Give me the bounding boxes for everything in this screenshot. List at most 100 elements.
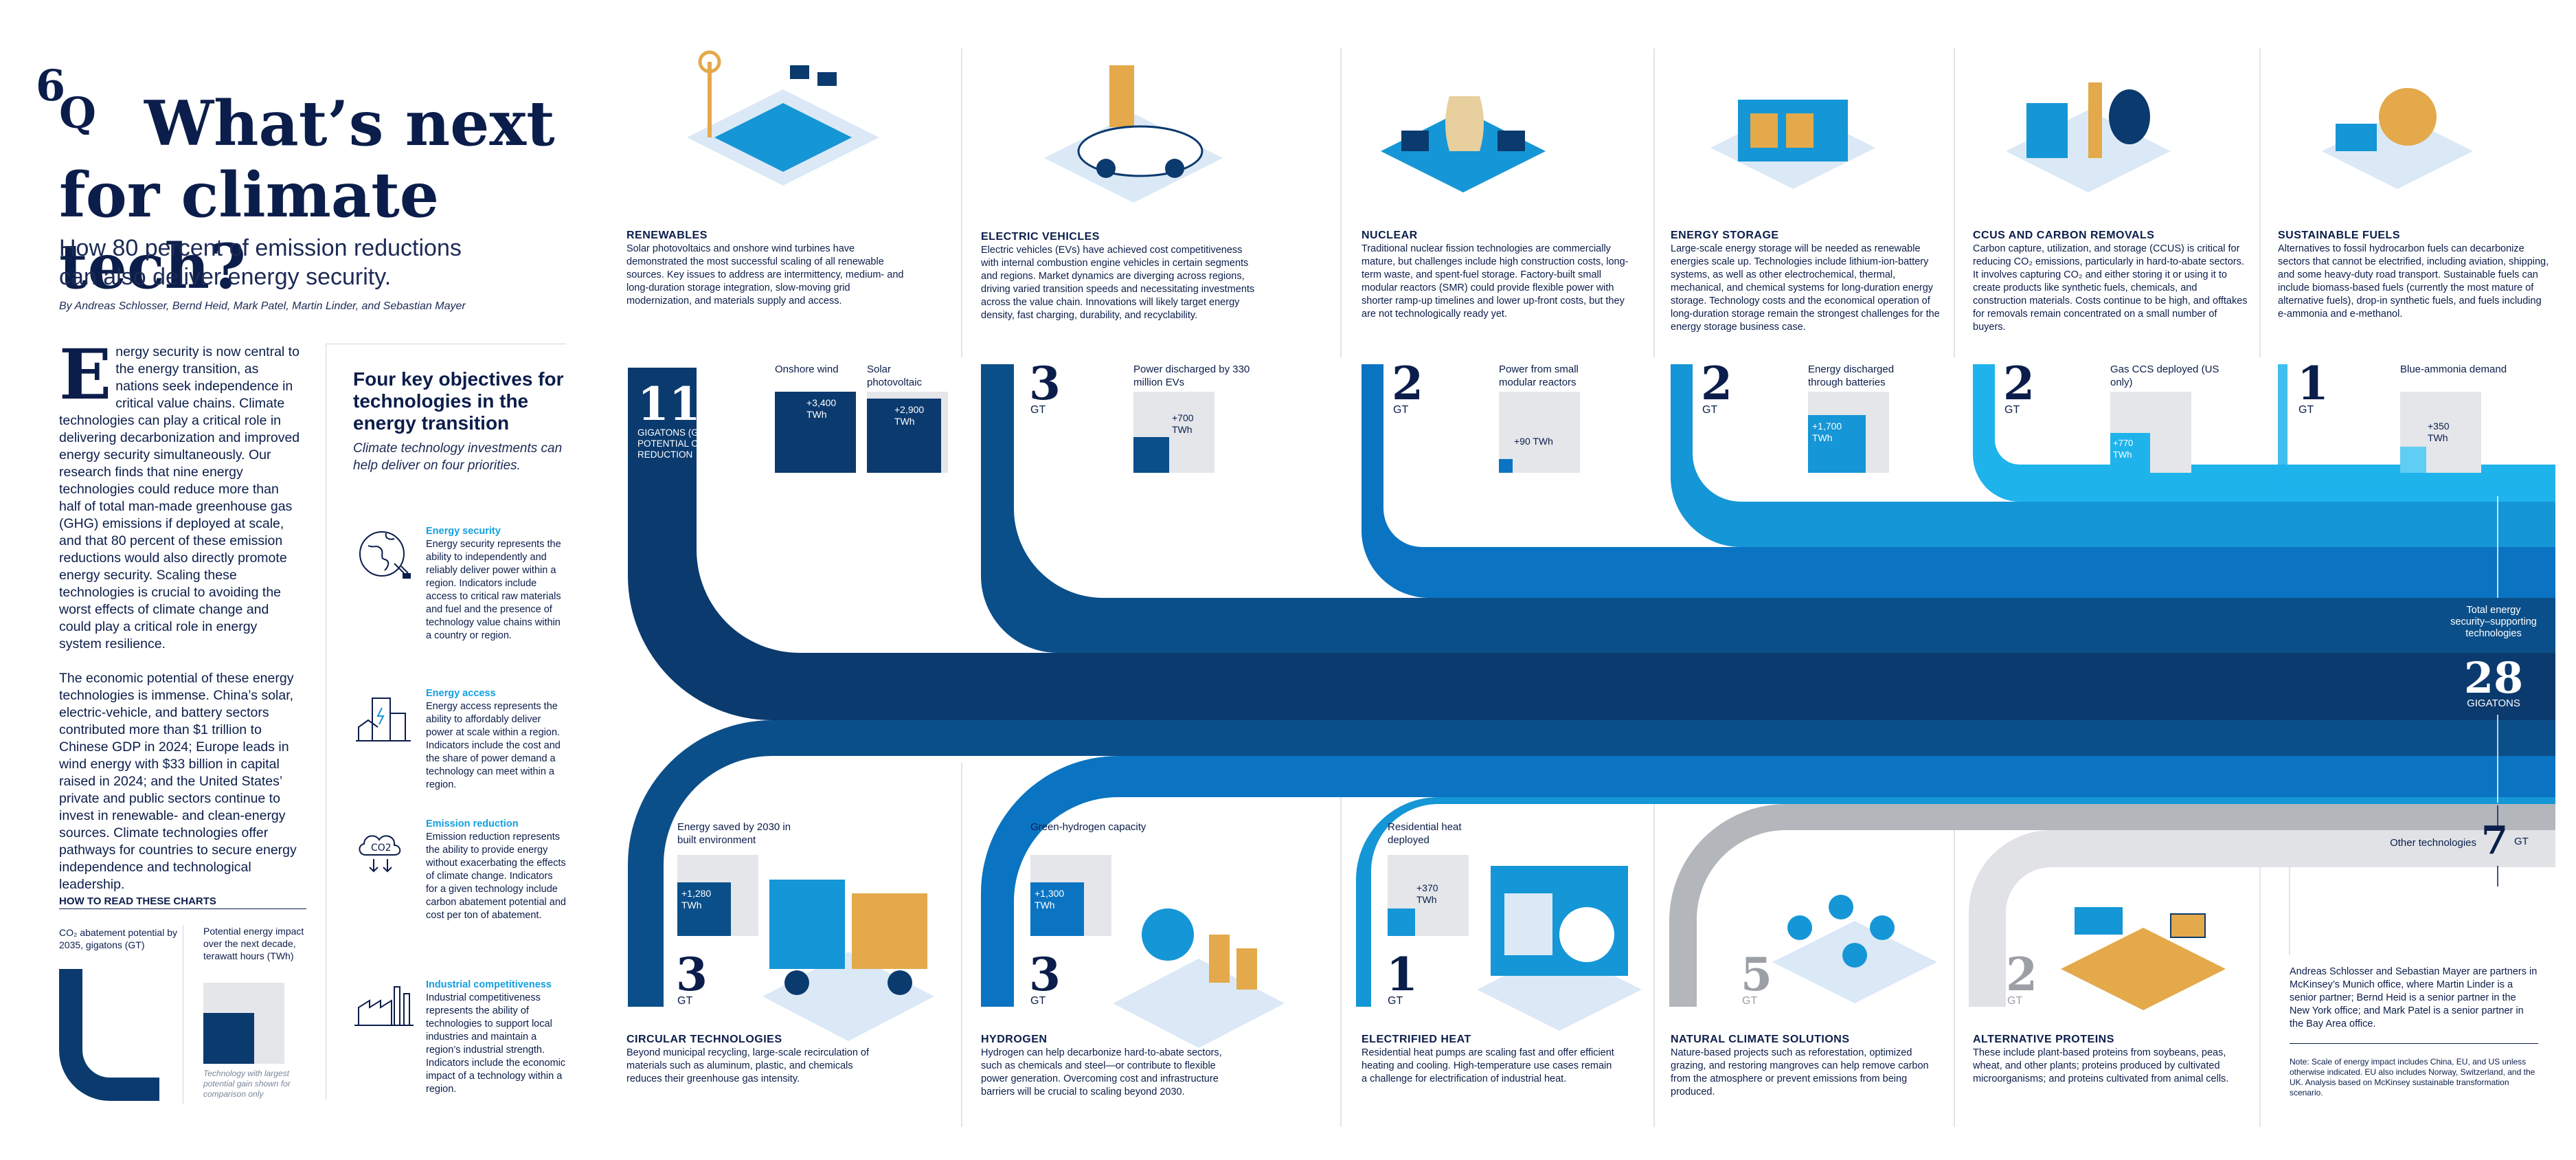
intro-paragraph-1: nergy security is now central to the ene…: [59, 344, 300, 651]
storage-illustration: [1710, 100, 1875, 189]
section-desc-renewables: Solar photovoltaics and onshore wind tur…: [626, 243, 904, 306]
metric-label-heat: Residential heat deployed: [1388, 821, 1462, 846]
page-subtitle: How 80 percent of emission reductions ca…: [59, 235, 462, 290]
section-title-natural-climate: NATURAL CLIMATE SOLUTIONS: [1671, 1034, 1850, 1045]
section-desc-fuels: Alternatives to fossil hydrocarbon fuels…: [2278, 243, 2549, 320]
gt-value-heat: 1: [1386, 948, 1418, 1001]
title-line-1: What’s next: [144, 87, 555, 160]
metric-value: +1,280 TWh: [681, 888, 712, 911]
svg-text:6: 6: [36, 60, 65, 111]
gt-value-nuclear: 2: [1392, 357, 1423, 410]
metric-label-nuclear: Power from small modular reactors: [1499, 364, 1579, 388]
section-title-fuels: SUSTAINABLE FUELS: [2278, 230, 2400, 241]
objective-heading: Energy access: [426, 688, 496, 699]
other-value: 7: [2481, 818, 2508, 863]
metric-value: +3,400 TWh: [806, 397, 837, 420]
gt-value-hydrogen: 3: [1029, 948, 1061, 1001]
drop-cap: E: [59, 334, 112, 415]
total-value: 28: [2463, 653, 2524, 703]
metric-box-ccus: +770 TWh: [2110, 433, 2150, 473]
ccus-illustration: [2006, 82, 2171, 192]
metric-box-heat: [1388, 908, 1415, 936]
section-title-proteins: ALTERNATIVE PROTEINS: [1973, 1034, 2114, 1045]
gt-value-proteins: 2: [2006, 948, 2037, 1001]
gt-unit: GT: [2004, 404, 2020, 416]
section-title-renewables: RENEWABLES: [626, 230, 708, 241]
objective-heading: Energy security: [426, 526, 501, 537]
objective-energy-access: Energy access Energy access represents t…: [426, 687, 567, 792]
sixty-logo: 6 Q: [36, 60, 96, 135]
metric-box-nuclear: [1499, 459, 1513, 473]
page-title: What’s next for climate tech?: [59, 88, 609, 302]
section-title-heat: ELECTRIFIED HEAT: [1362, 1034, 1471, 1045]
band-circular: [628, 720, 2555, 1007]
objective-energy-security: Energy security Energy security represen…: [426, 525, 567, 643]
other-unit: GT: [2514, 836, 2529, 847]
other-label: Other technologies: [2390, 837, 2476, 849]
section-desc-natural-climate: Nature-based projects such as reforestat…: [1671, 1047, 1929, 1097]
section-title-storage: ENERGY STORAGE: [1671, 230, 1779, 241]
gt-unit: GT: [677, 995, 693, 1007]
howto-gt-example: [59, 969, 159, 1101]
section-desc-proteins: These include plant-based proteins from …: [1973, 1047, 2229, 1084]
metric-label-circular: Energy saved by 2030 in built environmen…: [677, 821, 791, 846]
objective-emission-reduction: Emission reduction Emission reduction re…: [426, 818, 567, 922]
hydrogen-illustration: [1113, 908, 1285, 1048]
gt-unit: GT: [1030, 995, 1046, 1007]
metric-label-ccus: Gas CCS deployed (US only): [2110, 364, 2219, 388]
renewables-illustration: [687, 50, 879, 186]
metric-box-circular: +1,280 TWh: [677, 882, 731, 936]
metric-value-fuels: +350 TWh: [2428, 421, 2450, 443]
metric-value-ev: +700 TWh: [1172, 412, 1194, 435]
gt-value-fuels: 1: [2297, 357, 2329, 410]
gt-unit: GT: [1388, 995, 1403, 1007]
metric-value-heat: +370 TWh: [1416, 882, 1438, 905]
metric-box-solar-pv: +2,900 TWh: [867, 399, 941, 473]
band-storage: [1671, 364, 2555, 547]
svg-text:CO2: CO2: [371, 843, 392, 854]
metric-label-onshore-wind: Onshore wind: [775, 364, 839, 375]
band-alternative-proteins: [1969, 830, 2555, 1007]
objective-heading: Industrial competitiveness: [426, 979, 552, 990]
metric-box-hydrogen: +1,300 TWh: [1030, 882, 1084, 936]
gt-value-renewables: 11: [637, 377, 701, 431]
section-desc-ev: Electric vehicles (EVs) have achieved co…: [981, 245, 1255, 321]
howto-twh-label: Potential energy impact over the next de…: [203, 926, 304, 961]
section-title-hydrogen: HYDROGEN: [981, 1034, 1048, 1045]
metric-label-fuels: Blue-ammonia demand: [2400, 364, 2507, 375]
metric-label-ev: Power discharged by 330 million EVs: [1133, 364, 1250, 388]
section-title-ev: ELECTRIC VEHICLES: [981, 231, 1100, 243]
section-title-ccus: CCUS AND CARBON REMOVALS: [1973, 230, 2155, 241]
gt-value-ccus: 2: [2003, 357, 2035, 410]
metric-label-solar-pv: Solar photovoltaic: [867, 364, 923, 388]
objective-text: Energy security represents the ability t…: [426, 539, 561, 641]
intro-paragraph-2: The economic potential of these energy t…: [59, 671, 297, 892]
objectives-title: Four key objectives for technologies in …: [353, 368, 564, 434]
metric-value: +1,300 TWh: [1035, 888, 1065, 911]
objective-industrial-competitiveness: Industrial competitiveness Industrial co…: [426, 979, 567, 1096]
total-label: Total energy security–supporting technol…: [2450, 605, 2537, 639]
factory-icon: [354, 986, 414, 1026]
footer-divider: [2290, 1043, 2538, 1044]
howto-gt-label: CO₂ abatement potential by 2035, gigaton…: [59, 927, 177, 950]
ev-illustration: [1044, 65, 1223, 203]
gt-unit: GT: [2007, 995, 2023, 1007]
gt-unit: GT: [1393, 404, 1409, 416]
author-bios: Andreas Schlosser and Sebastian Mayer ar…: [2290, 966, 2538, 1029]
footnote: Note: Scale of energy impact includes Ch…: [2290, 1057, 2535, 1097]
objectives-subtitle: Climate technology investments can help …: [353, 441, 563, 473]
gt-unit: GT: [1702, 404, 1718, 416]
howto-note: Technology with largest potential gain s…: [203, 1069, 291, 1099]
gt-value-natural-climate: 5: [1741, 948, 1772, 1001]
alternative-proteins-illustration: [2061, 907, 2226, 1010]
section-title-circular: CIRCULAR TECHNOLOGIES: [626, 1034, 782, 1045]
metric-value: +770 TWh: [2113, 438, 2134, 460]
objective-text: Emission reduction represents the abilit…: [426, 832, 566, 921]
howto-divider: [59, 908, 306, 909]
globe-plug-icon: [359, 531, 411, 579]
gt-unit: GT: [1030, 404, 1046, 416]
gt-value-circular: 3: [676, 948, 708, 1001]
gt-label-renewables: GIGATONS (GT) OF POTENTIAL CO₂ REDUCTION: [637, 427, 723, 460]
objective-text: Energy access represents the ability to …: [426, 701, 561, 790]
metric-box-ev: [1133, 437, 1169, 473]
